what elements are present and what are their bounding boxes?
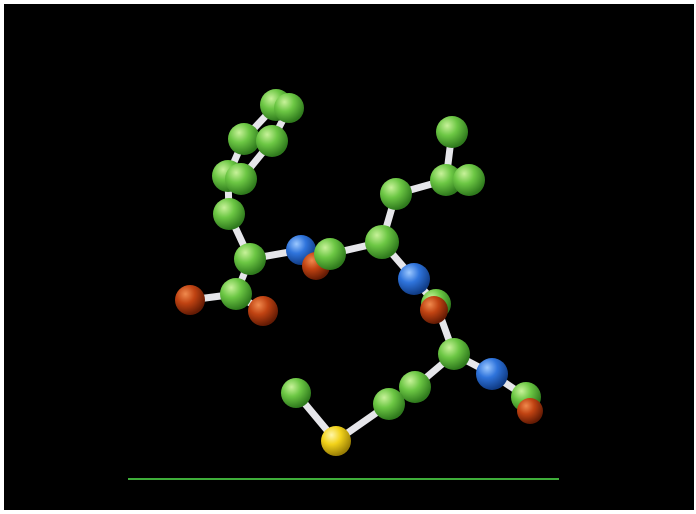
- carbon-atom: [225, 163, 257, 195]
- carbon-atom: [373, 388, 405, 420]
- carbon-atom: [438, 338, 470, 370]
- oxygen-atom: [248, 296, 278, 326]
- carbon-atom: [314, 238, 346, 270]
- carbon-atom: [365, 225, 399, 259]
- bond-layer: [186, 101, 530, 445]
- ball-and-stick-molecule: [128, 89, 559, 480]
- carbon-atom: [281, 378, 311, 408]
- carbon-atom: [380, 178, 412, 210]
- oxygen-atom: [517, 398, 543, 424]
- carbon-atom: [234, 243, 266, 275]
- molecule-viewport: [4, 4, 694, 510]
- nitrogen-atom: [476, 358, 508, 390]
- carbon-atom: [220, 278, 252, 310]
- sulfur-atom: [321, 426, 351, 456]
- carbon-atom: [430, 164, 462, 196]
- carbon-atom: [453, 164, 485, 196]
- oxygen-atom: [175, 285, 205, 315]
- carbon-atom: [399, 371, 431, 403]
- carbon-atom: [436, 116, 468, 148]
- carbon-atom: [228, 123, 260, 155]
- carbon-atom: [274, 93, 304, 123]
- nitrogen-atom: [398, 263, 430, 295]
- atom-layer: [175, 89, 543, 456]
- oxygen-atom: [420, 296, 448, 324]
- carbon-atom: [256, 125, 288, 157]
- carbon-atom: [213, 198, 245, 230]
